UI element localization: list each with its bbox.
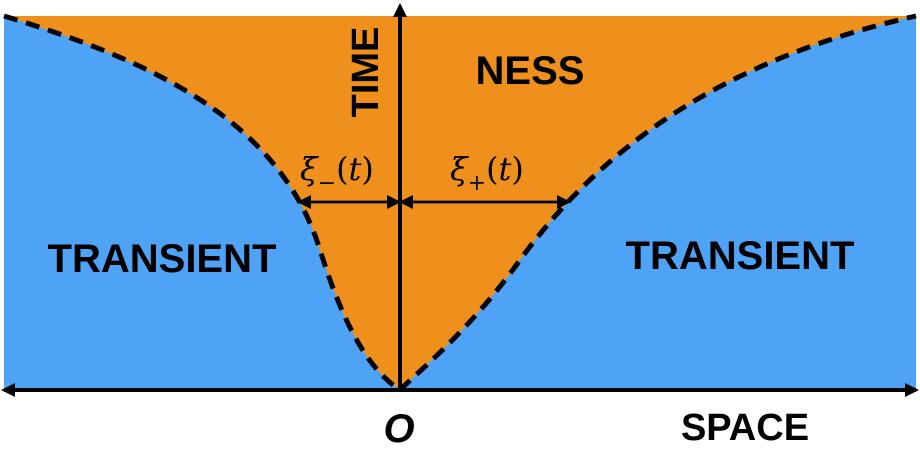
xi-minus-label: ξ−(t)	[300, 150, 374, 196]
origin-label: O	[383, 407, 414, 451]
ness-label: NESS	[476, 49, 585, 93]
xi-plus-label: ξ+(t)	[450, 150, 524, 196]
right-front-boundary	[398, 13, 917, 392]
space-axis-label: SPACE	[681, 407, 809, 449]
right-transient-label: TRANSIENT	[626, 234, 855, 278]
left-transient-label: TRANSIENT	[48, 237, 277, 281]
time-axis-label: TIME	[345, 27, 387, 118]
